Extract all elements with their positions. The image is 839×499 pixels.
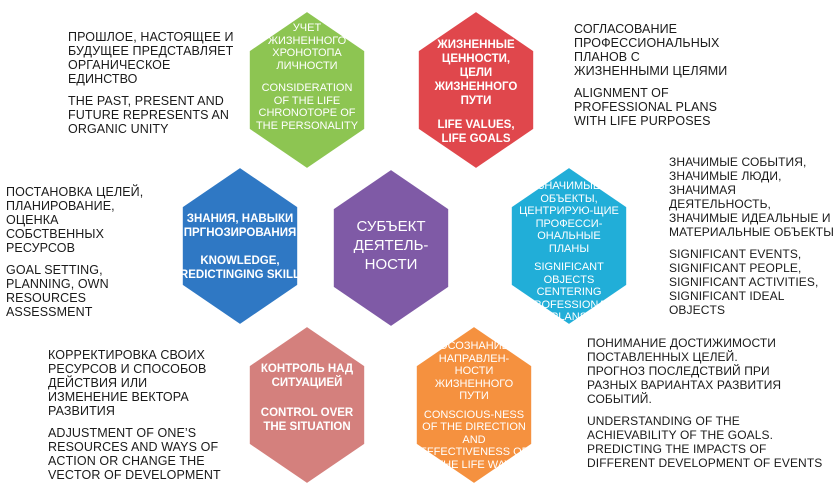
hexagon-rose (249, 327, 365, 483)
note-mid-left-en: GOAL SETTING, PLANNING, OWN RESOURCES AS… (6, 263, 109, 319)
note-top-left-en: THE PAST, PRESENT AND FUTURE REPRESENTS … (68, 94, 230, 136)
note-mid-left-ru: ПОСТАНОВКА ЦЕЛЕЙ, ПЛАНИРОВАНИЕ, ОЦЕНКА С… (6, 185, 144, 255)
hexagon-rose-label: КОНТРОЛЬ НАД СИТУАЦИЕЙ CONTROL OVER THE … (247, 362, 367, 434)
note-bottom-left-ru: КОРРЕКТИРОВКА СВОИХ РЕСУРСОВ И СПОСОБОВ … (48, 348, 207, 418)
note-bottom-right-en: UNDERSTANDING OF THE ACHIEVABILITY OF TH… (587, 414, 823, 470)
note-top-right-en: ALIGNMENT OF PROFESSIONAL PLANS WITH LIF… (574, 86, 718, 128)
hexagon-red-ru: ЖИЗНЕННЫЕ ЦЕННОСТИ, ЦЕЛИ ЖИЗНЕННОГО ПУТИ (434, 39, 518, 107)
note-bottom-left-en: ADJUSTMENT OF ONE’S RESOURCES AND WAYS O… (48, 426, 221, 482)
hexagon-red-label: ЖИЗНЕННЫЕ ЦЕННОСТИ, ЦЕЛИ ЖИЗНЕННОГО ПУТИ… (421, 38, 531, 146)
hexagon-blue-ru: ЗНАНИЯ, НАВЫКИ ПРГНОЗИРОВАНИЯ (183, 213, 297, 239)
note-bottom-left: КОРРЕКТИРОВКА СВОИХ РЕСУРСОВ И СПОСОБОВ … (48, 348, 238, 490)
hexagon-red (418, 12, 534, 168)
hexagon-cyan-ru: ЗНАЧИМЫЕ ОБЪЕКТЫ, ЦЕНТРИРУЮ-ЩИЕ ПРОФЕССИ… (519, 180, 619, 255)
hexagon-blue-label: ЗНАНИЯ, НАВЫКИ ПРГНОЗИРОВАНИЯ KNOWLEDGE,… (172, 212, 308, 282)
note-mid-right-en: SIGNIFICANT EVENTS, SIGNIFICANT PEOPLE, … (669, 247, 819, 317)
note-top-right: СОГЛАСОВАНИЕ ПРОФЕССИОНАЛЬНЫХ ПЛАНОВ С Ж… (574, 22, 774, 136)
hexagon-orange-en: CONSCIOUS-NESS OF THE DIRECTION AND EFFE… (419, 408, 529, 471)
hexagon-center-label: СУБЪЕКТ ДЕЯТЕЛЬ- НОСТИ (336, 217, 446, 274)
hexagon-blue (182, 168, 298, 324)
hexagon-center-purple (333, 170, 449, 326)
hexagon-green-ru: УЧЕТ ЖИЗНЕННОГО ХРОНОТОПА ЛИЧНОСТИ (267, 22, 347, 72)
hexagon-orange-label: ОСОЗНАНИЕ НАПРАВЛЕН- НОСТИ ЖИЗНЕННОГО ПУ… (414, 340, 534, 471)
hexagon-center-text: СУБЪЕКТ ДЕЯТЕЛЬ- НОСТИ (353, 218, 429, 273)
hexagon-orange (416, 327, 532, 483)
note-top-right-ru: СОГЛАСОВАНИЕ ПРОФЕССИОНАЛЬНЫХ ПЛАНОВ С Ж… (574, 22, 728, 78)
note-top-left: ПРОШЛОЕ, НАСТОЯЩЕЕ И БУДУЩЕЕ ПРЕДСТАВЛЯЕ… (68, 30, 243, 144)
note-mid-left: ПОСТАНОВКА ЦЕЛЕЙ, ПЛАНИРОВАНИЕ, ОЦЕНКА С… (6, 185, 171, 327)
note-bottom-right: ПОНИМАНИЕ ДОСТИЖИМОСТИ ПОСТАВЛЕННЫХ ЦЕЛЕ… (587, 336, 837, 478)
hexagon-rose-ru: КОНТРОЛЬ НАД СИТУАЦИЕЙ (260, 363, 354, 389)
hexagon-rose-en: CONTROL OVER THE SITUATION (260, 407, 354, 433)
note-top-left-ru: ПРОШЛОЕ, НАСТОЯЩЕЕ И БУДУЩЕЕ ПРЕДСТАВЛЯЕ… (68, 30, 234, 86)
hexagon-green-label: УЧЕТ ЖИЗНЕННОГО ХРОНОТОПА ЛИЧНОСТИ CONSI… (247, 22, 367, 132)
hexagon-orange-ru: ОСОЗНАНИЕ НАПРАВЛЕН- НОСТИ ЖИЗНЕННОГО ПУ… (434, 340, 514, 402)
hexagon-cyan-en: SIGNIFICANT OBJECTS CENTERING PROFESSION… (526, 261, 612, 323)
note-bottom-right-ru: ПОНИМАНИЕ ДОСТИЖИМОСТИ ПОСТАВЛЕННЫХ ЦЕЛЕ… (587, 336, 782, 406)
hexagon-cyan-label: ЗНАЧИМЫЕ ОБЪЕКТЫ, ЦЕНТРИРУЮ-ЩИЕ ПРОФЕССИ… (509, 180, 629, 324)
note-mid-right-ru: ЗНАЧИМЫЕ СОБЫТИЯ, ЗНАЧИМЫЕ ЛЮДИ, ЗНАЧИМА… (669, 155, 834, 239)
hexagon-green-en: CONSIDERATION OF THE LIFE CHRONOTOPE OF … (255, 82, 359, 132)
hexagon-red-en: LIFE VALUES, LIFE GOALS (437, 119, 515, 145)
hexagon-green (249, 12, 365, 168)
hexagon-blue-en: KNOWLEDGE, PREDICTINGING SKILLS (172, 255, 308, 281)
hexagon-cyan (511, 168, 627, 324)
note-mid-right: ЗНАЧИМЫЕ СОБЫТИЯ, ЗНАЧИМЫЕ ЛЮДИ, ЗНАЧИМА… (669, 155, 839, 325)
